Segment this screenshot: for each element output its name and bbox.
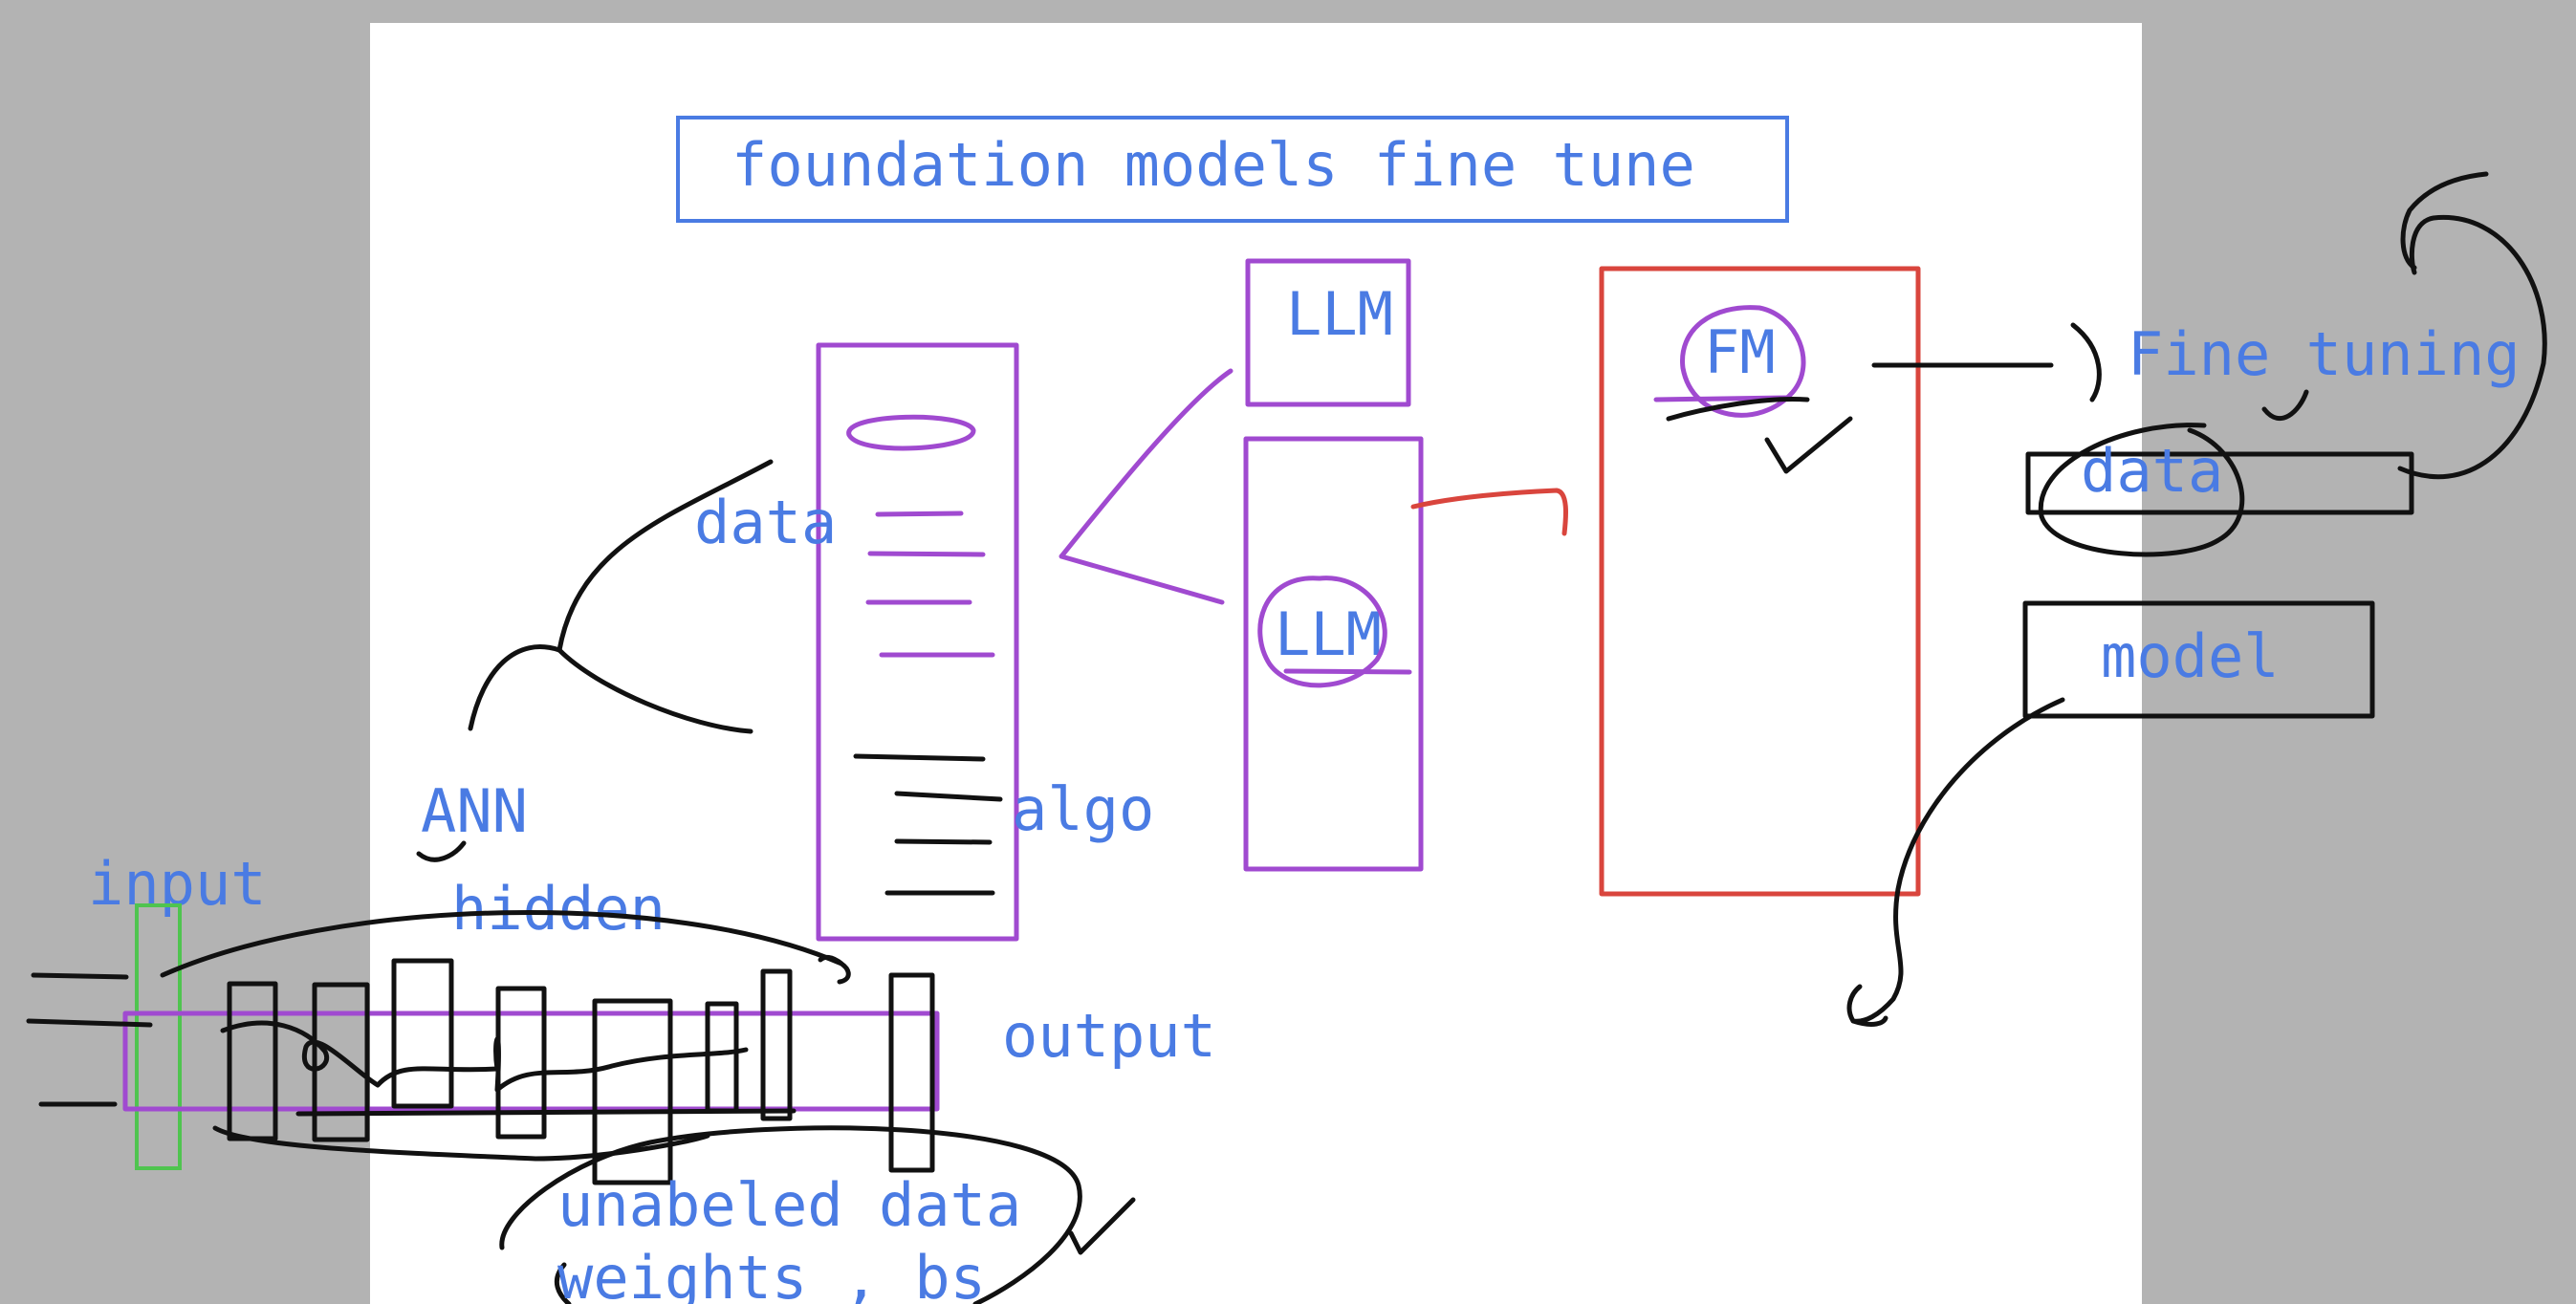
llm-mid-text: LLM — [1275, 599, 1382, 669]
tree-lower-branch — [557, 647, 753, 734]
algo-line-1 — [853, 753, 986, 762]
weights-text: weights , bs — [557, 1243, 986, 1304]
tree-left-branch — [468, 644, 562, 731]
layer-5 — [592, 998, 673, 1185]
algo-line-2 — [894, 791, 1003, 802]
loop-arrow — [2397, 171, 2547, 480]
unlabeled-check-icon — [1068, 1197, 1136, 1255]
forward-arrow — [160, 909, 851, 985]
red-arrow — [1410, 488, 1569, 536]
finetuning-bracket — [2070, 322, 2102, 402]
output-text: output — [1002, 1001, 1216, 1071]
finetuning-tick — [2261, 389, 2309, 422]
input-layer-box — [135, 903, 182, 1170]
network-band — [122, 1011, 940, 1112]
unlabeled-loop — [499, 1125, 1082, 1304]
layer-3 — [391, 958, 454, 1109]
llm-mid-box — [1243, 436, 1424, 872]
title-box — [676, 116, 1789, 223]
algo-text: algo — [1012, 774, 1154, 844]
data-list-line-1 — [875, 511, 964, 517]
data-list-box — [816, 342, 1019, 942]
ann-text: ANN — [421, 776, 528, 846]
fm-circle — [1680, 305, 1806, 418]
llm-top-box — [1245, 258, 1411, 407]
llm-mid-circle — [1257, 576, 1387, 688]
fm-box — [1599, 266, 1921, 897]
llm-mid-underline — [1283, 668, 1412, 675]
llm-top-text: LLM — [1286, 279, 1393, 349]
ann-tick — [416, 840, 467, 862]
fm-strike — [1666, 397, 1810, 422]
baseline-line — [295, 1108, 797, 1117]
model-box — [2022, 600, 2375, 719]
layer-7 — [760, 968, 793, 1121]
fm-underline — [1653, 395, 1789, 402]
layer-2 — [312, 982, 370, 1142]
algo-line-3 — [894, 838, 993, 845]
data-list-circle — [846, 414, 976, 451]
fm-check-icon — [1764, 416, 1853, 474]
layer-1 — [227, 981, 278, 1141]
model-text: model — [2101, 621, 2280, 691]
branch-to-llm — [1059, 368, 1233, 605]
data-right-circle — [2038, 423, 2245, 557]
input-text: input — [88, 849, 267, 919]
input-line-2 — [26, 1018, 153, 1028]
data-right-box — [2025, 451, 2414, 515]
output-layer — [888, 972, 935, 1173]
input-line-1 — [31, 972, 129, 980]
finetuning-text: Fine tuning — [2128, 319, 2521, 389]
model-down-arrow — [1846, 697, 2065, 1027]
hidden-text: hidden — [451, 874, 666, 944]
backprop-curve — [212, 1125, 710, 1162]
forward-scribble — [220, 1020, 749, 1093]
tree-upper-branch — [557, 459, 774, 653]
title-text: foundation models fine tune — [731, 130, 1695, 200]
whiteboard-paper — [370, 23, 2142, 1304]
data-left-text: data — [694, 488, 837, 557]
fm-text: FM — [1704, 317, 1776, 387]
unlabeled-text: unabeled data — [557, 1170, 1021, 1240]
data-right-text: data — [2081, 436, 2223, 506]
